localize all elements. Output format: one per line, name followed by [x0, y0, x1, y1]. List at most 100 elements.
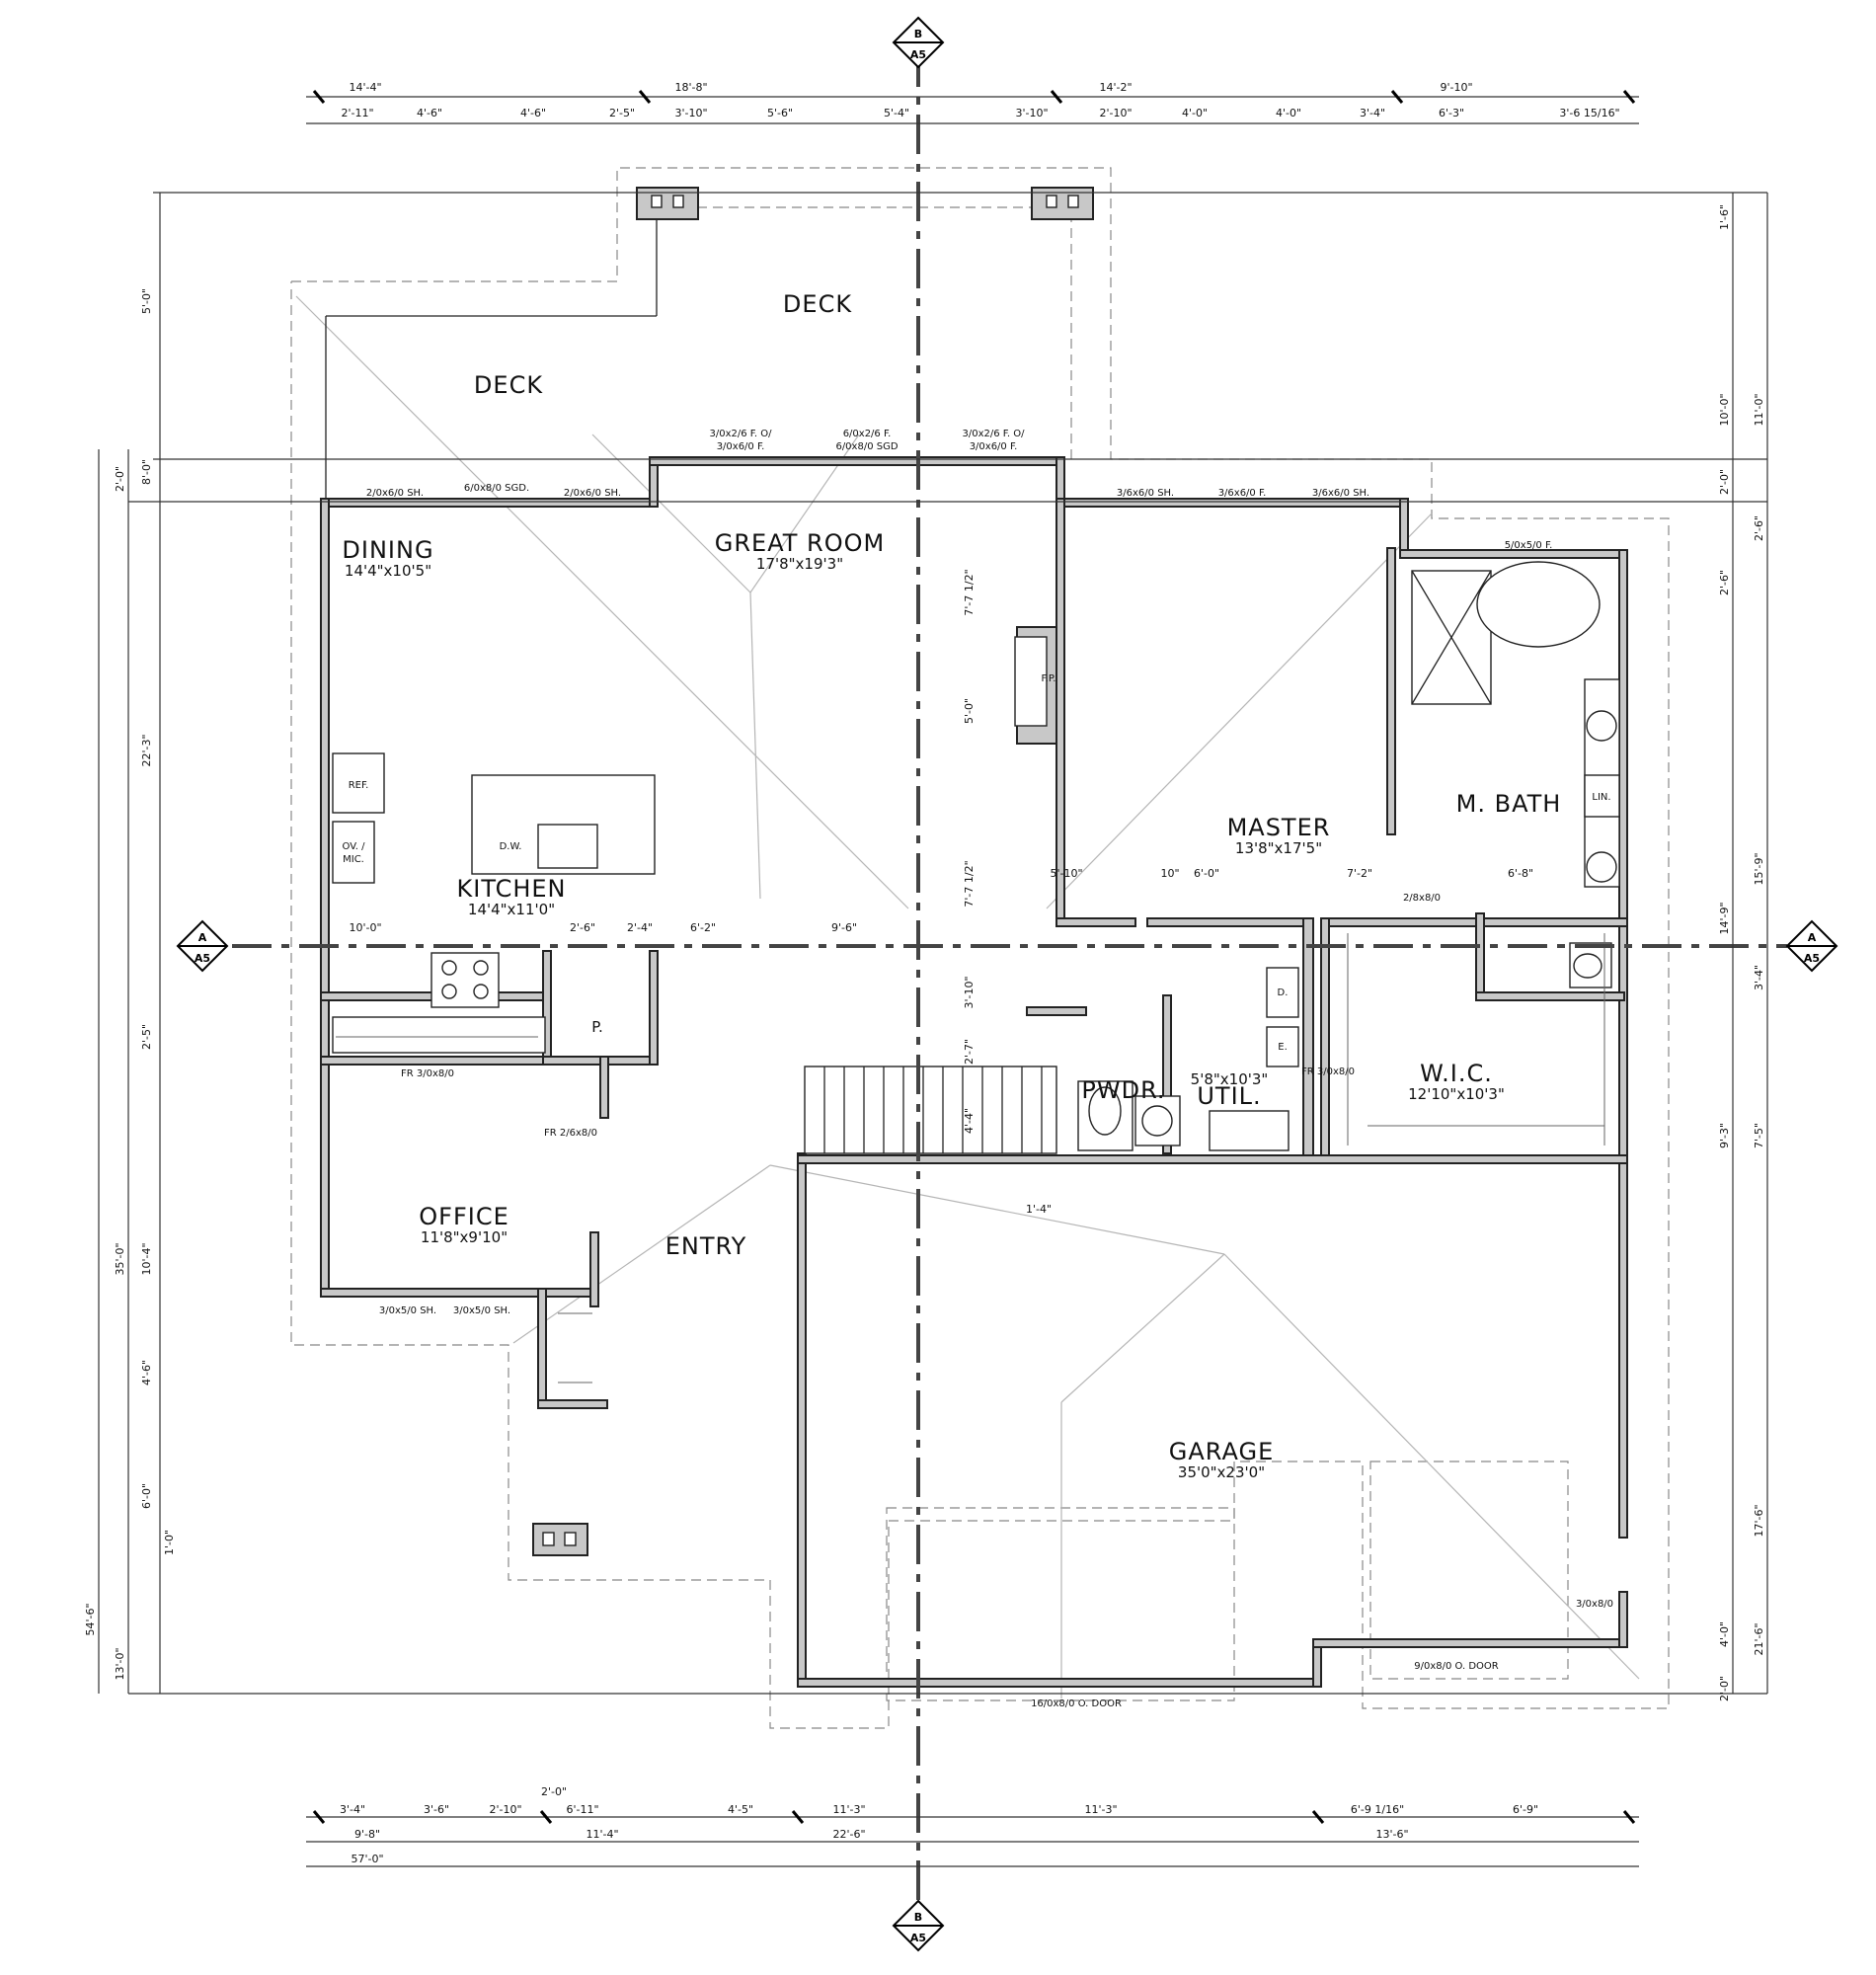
- dim-int-4: 6'-2": [690, 921, 716, 934]
- room-deck-left: DECK: [474, 371, 543, 399]
- dimensions-right: 1'-6" 10'-0" 11'-0" 2'-0" 2'-6" 2'-6" 15…: [1718, 204, 1765, 1701]
- section-b-letter-top: B: [914, 28, 922, 40]
- walls: [320, 456, 1628, 1688]
- dim-top-d6: 5'-6": [767, 107, 793, 119]
- dim-top-d11: 4'-0": [1276, 107, 1301, 119]
- room-garage-size: 35'0"x23'0": [1178, 1463, 1265, 1481]
- label-win-office-2: 3/0x5/0 SH.: [453, 1305, 510, 1316]
- label-fr-door-1: FR 3/0x8/0: [1301, 1066, 1355, 1077]
- dim-right-outer-5: 21'-6": [1753, 1622, 1765, 1655]
- dim-top-2: 18'-8": [674, 81, 707, 94]
- dim-top-4: 9'-10": [1440, 81, 1472, 94]
- label-win-bath-f: 5/0x5/0 F.: [1505, 540, 1553, 551]
- dim-left-inner-3: 10'-4": [140, 1242, 153, 1275]
- label-sgd-gr-a: 6/0x2/6 F.: [843, 429, 892, 439]
- dim-right-inner-6: 14'-9": [1718, 902, 1731, 934]
- room-kitchen: KITCHEN: [457, 875, 567, 903]
- dim-bot-m2: 11'-4": [586, 1828, 618, 1841]
- dim-top-d14: 3'-6 15/16": [1559, 107, 1619, 119]
- room-entry: ENTRY: [665, 1232, 747, 1260]
- room-garage: GARAGE: [1169, 1438, 1274, 1465]
- label-ov-mic-2: MIC.: [343, 854, 364, 865]
- dimension-ticks: [312, 90, 1636, 1824]
- closet-rods: [336, 933, 1605, 1383]
- label-sgd-dining: 6/0x8/0 SGD.: [464, 483, 529, 494]
- room-pwdr: PWDR.: [1081, 1076, 1165, 1104]
- room-deck-center: DECK: [783, 290, 852, 318]
- dim-int-5: 9'-6": [831, 921, 857, 934]
- dim-right-inner-1: 1'-6": [1718, 204, 1731, 230]
- room-dining: DINING: [342, 536, 433, 564]
- dim-left-outer: 54'-6": [84, 1603, 97, 1635]
- dim-bot-d1: 3'-4": [340, 1803, 365, 1816]
- dim-bot-m1: 9'-8": [354, 1828, 380, 1841]
- label-win-office-1: 3/0x5/0 SH.: [379, 1305, 436, 1316]
- label-elec: E.: [1278, 1042, 1288, 1053]
- label-win-dining-1: 2/0x6/0 SH.: [366, 488, 424, 499]
- dim-int-11: 7'-7 1/2": [963, 569, 976, 615]
- label-lin: LIN.: [1592, 792, 1610, 803]
- label-win-master-2: 3/6x6/0 F.: [1218, 488, 1267, 499]
- section-b-sheet-bottom: A5: [910, 1932, 926, 1944]
- dim-right-inner-3: 2'-0": [1718, 469, 1731, 495]
- dim-right-inner-9: 4'-0": [1718, 1621, 1731, 1647]
- label-garage-side-door: 3/0x8/0: [1576, 1599, 1613, 1610]
- dim-bot-d8: 6'-9 1/16": [1351, 1803, 1404, 1816]
- dim-bot-d6: 11'-3": [832, 1803, 865, 1816]
- label-garage-door-1: 16/0x8/0 O. DOOR: [1031, 1698, 1122, 1709]
- room-labels: DECK DECK DINING 14'4"x10'5" GREAT ROOM …: [342, 290, 1560, 1481]
- room-kitchen-size: 14'4"x11'0": [468, 901, 555, 918]
- label-garage-door-2: 9/0x8/0 O. DOOR: [1414, 1661, 1499, 1672]
- room-util: UTIL.: [1197, 1082, 1261, 1110]
- dim-top-1: 14'-4": [349, 81, 381, 94]
- dim-top-d10: 4'-0": [1182, 107, 1208, 119]
- dim-int-10: 6'-8": [1508, 867, 1533, 880]
- dim-right-outer-2: 15'-9": [1753, 852, 1765, 885]
- label-door-bath: 2/8x8/0: [1403, 893, 1441, 904]
- dim-int-13: 7'-7 1/2": [963, 860, 976, 907]
- dim-left-mid-1: 22'-3": [140, 734, 153, 766]
- annotation-labels: REF. OV. / MIC. D.W. F.P. LIN. P. D. E. …: [343, 429, 1614, 1709]
- dim-right-inner-2: 10'-0": [1718, 393, 1731, 426]
- label-fr-door-2: FR 2/6x8/0: [544, 1128, 597, 1139]
- label-win-master-1: 3/6x6/0 SH.: [1117, 488, 1174, 499]
- section-marker-a-right: A A5: [1785, 919, 1838, 973]
- dim-int-17: 1'-4": [1026, 1203, 1052, 1216]
- room-great-room-size: 17'8"x19'3": [756, 555, 843, 573]
- dim-right-inner-10: 2'-0": [1718, 1676, 1731, 1701]
- section-a-sheet-left: A5: [195, 952, 210, 965]
- room-great-room: GREAT ROOM: [715, 529, 885, 557]
- dim-top-d12: 3'-4": [1360, 107, 1385, 119]
- label-win-gr-2a: 3/0x2/6 F. O/: [962, 429, 1025, 439]
- dim-left-inner-4: 4'-6": [140, 1360, 153, 1385]
- dim-int-7: 10": [1160, 867, 1179, 880]
- dim-int-8: 6'-0": [1194, 867, 1219, 880]
- stairs: [804, 1066, 1057, 1154]
- dim-top-d7: 5'-4": [884, 107, 909, 119]
- dim-right-outer-4: 17'-6": [1753, 1504, 1765, 1537]
- dim-left-mid-3: 13'-0": [114, 1647, 126, 1680]
- section-a-sheet-right: A5: [1804, 952, 1820, 965]
- dim-left-inner-5: 6'-0": [140, 1483, 153, 1509]
- dimensions-bottom: 2'-0" 3'-4" 3'-6" 2'-10" 6'-11" 4'-5" 11…: [340, 1785, 1538, 1865]
- label-fr-door-kitchen: FR 3/0x8/0: [401, 1068, 454, 1079]
- section-a-letter-right: A: [1808, 931, 1817, 944]
- dim-right-inner-5: 2'-6": [1718, 570, 1731, 595]
- dim-top-d5: 3'-10": [674, 107, 707, 119]
- dim-int-9: 7'-2": [1347, 867, 1372, 880]
- dim-right-outer-1: 11'-0": [1753, 393, 1765, 426]
- dim-left-mid-2: 35'-0": [114, 1242, 126, 1275]
- dimensions-left: 54'-6" 5'-0" 8'-0" 2'-0" 22'-3" 2'-5" 35…: [84, 288, 176, 1681]
- dim-bot-m3: 22'-6": [832, 1828, 865, 1841]
- room-dining-size: 14'4"x10'5": [345, 562, 431, 580]
- dim-int-12: 5'-0": [963, 698, 976, 724]
- dim-top-d4: 2'-5": [609, 107, 635, 119]
- section-b-letter-bottom: B: [914, 1911, 922, 1924]
- label-win-gr-1a: 3/0x2/6 F. O/: [709, 429, 772, 439]
- dim-int-15: 2'-7": [963, 1039, 976, 1065]
- label-fp: F.P.: [1042, 673, 1056, 684]
- dim-right-inner-8: 9'-3": [1718, 1123, 1731, 1148]
- label-win-master-3: 3/6x6/0 SH.: [1312, 488, 1369, 499]
- dim-bot-d7: 11'-3": [1084, 1803, 1117, 1816]
